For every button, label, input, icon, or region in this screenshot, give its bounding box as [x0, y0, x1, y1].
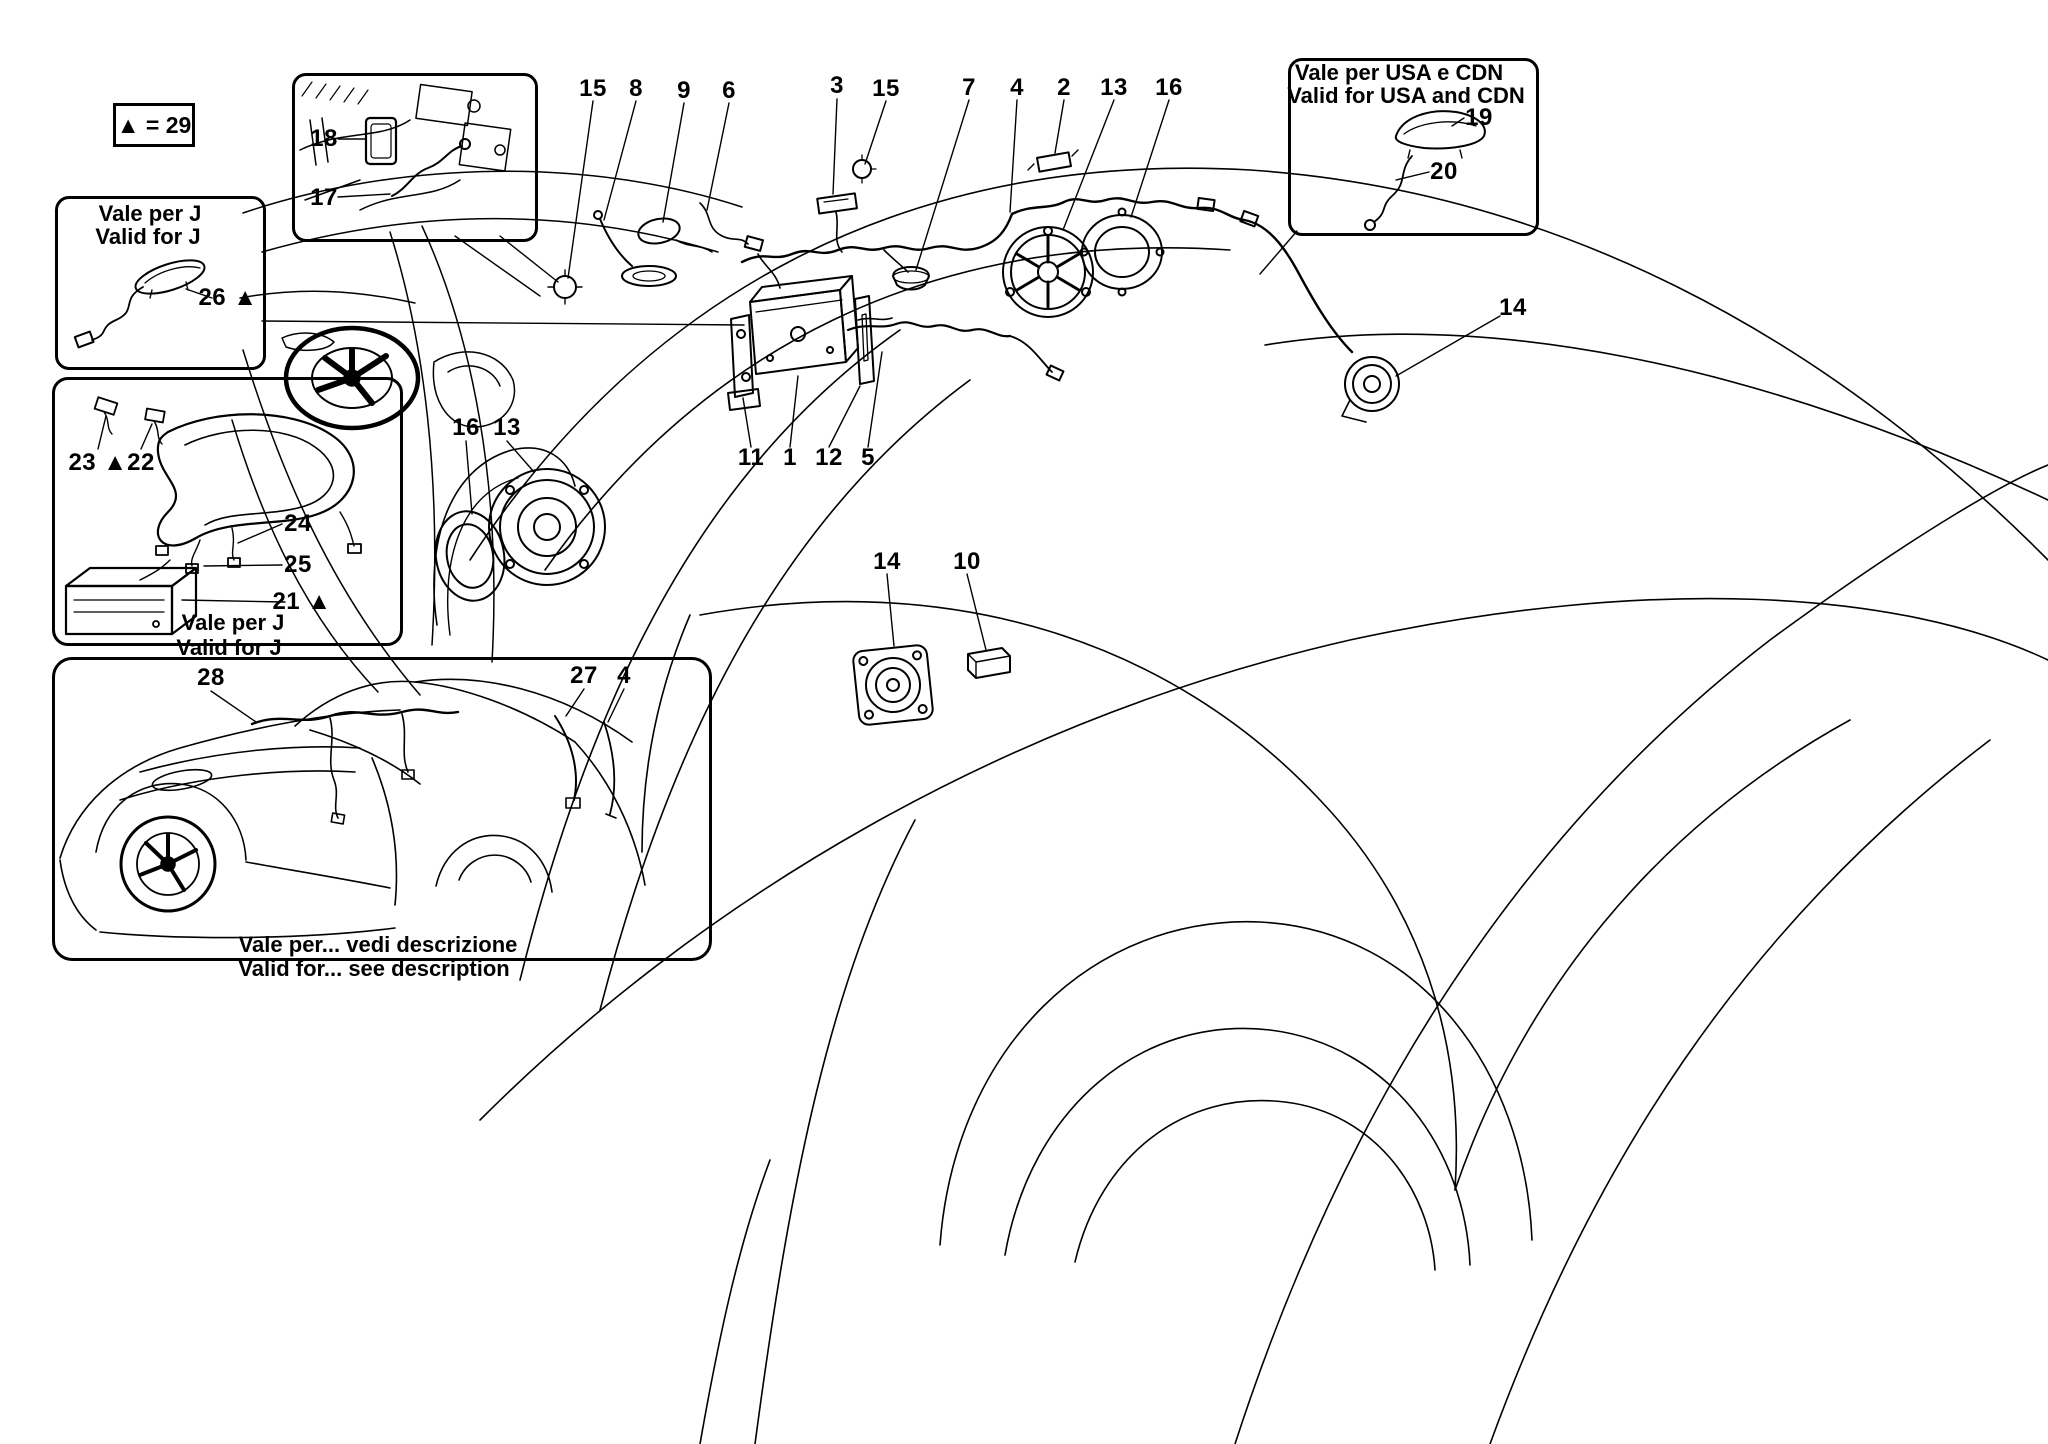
door-speaker-drawing	[433, 447, 606, 636]
leader-lines	[97, 98, 1501, 723]
callout-19-usa-antenna: 19	[1465, 104, 1493, 131]
callout-3-bracket: 3	[830, 72, 844, 99]
callout-12-bracket-right: 12	[815, 444, 843, 471]
callout-7-mushroom: 7	[962, 74, 976, 101]
callout-13-speaker-top: 13	[1100, 74, 1128, 101]
main-car-outline	[469, 167, 2048, 1444]
cd-changer-title-en: Valid for J	[176, 635, 282, 660]
legend-box: ▲ = 29	[113, 103, 195, 147]
callout-10-module: 10	[953, 548, 981, 575]
callout-27-harness: 27	[570, 662, 598, 689]
roof-harness-title-en: Valid for... see description	[238, 956, 510, 981]
callout-22-connector: 22	[127, 449, 155, 476]
inset-roof-car-drawing	[59, 678, 646, 939]
inset-cd-changer-drawing	[64, 396, 362, 636]
callout-15-grommet: 15	[579, 75, 607, 102]
usa-cdn-title-it: Vale per USA e CDN	[1294, 60, 1504, 85]
callout-23-connector: 23 ▲	[68, 449, 128, 476]
callout-21-cd-changer: 21 ▲	[272, 588, 332, 615]
inset-dashboard-drawing	[299, 81, 512, 211]
usa-cdn-title-en: Valid for USA and CDN	[1287, 83, 1525, 108]
callout-18-bracket: 18	[310, 125, 338, 152]
antenna-j-title-it: Vale per J	[98, 201, 202, 226]
callout-9-antenna-pod: 9	[677, 77, 691, 104]
callout-8-antenna: 8	[629, 75, 643, 102]
top-parts-drawing	[547, 149, 1400, 726]
callout-28-roof-harness: 28	[197, 664, 225, 691]
legend-text: ▲ = 29	[116, 111, 192, 138]
callout-20-usa-cable: 20	[1430, 158, 1458, 185]
inset-usa-antenna-drawing	[1364, 110, 1486, 231]
callout-16-ring-top: 16	[1155, 74, 1183, 101]
callout-13-speaker-door: 13	[493, 414, 521, 441]
callout-16-ring-door: 16	[452, 414, 480, 441]
cd-changer-title-it: Vale per J	[181, 610, 285, 635]
callout-4-harness-inset: 4	[617, 662, 631, 689]
roof-harness-title-it: Vale per... vedi descrizione	[238, 932, 518, 957]
callout-6-cable: 6	[722, 77, 736, 104]
antenna-j-title-en: Valid for J	[95, 224, 201, 249]
callout-15-grommet-b: 15	[872, 75, 900, 102]
callout-26-antenna-j: 26 ▲	[198, 284, 258, 311]
callout-2-tweeter: 2	[1057, 74, 1071, 101]
callout-17-cable: 17	[310, 184, 338, 211]
callout-5-harness: 5	[861, 444, 875, 471]
callout-25-connector: 25	[284, 551, 312, 578]
callout-24-connector: 24	[284, 510, 312, 537]
callout-1-amplifier: 1	[783, 444, 797, 471]
callout-11-bracket-left: 11	[737, 444, 765, 471]
inset-antenna-j-drawing	[73, 259, 206, 349]
callout-4-harness: 4	[1010, 74, 1024, 101]
callout-14-speaker-right: 14	[1499, 294, 1527, 321]
callout-14-speaker-rear: 14	[873, 548, 901, 575]
amplifier-unit-drawing	[727, 253, 1065, 411]
